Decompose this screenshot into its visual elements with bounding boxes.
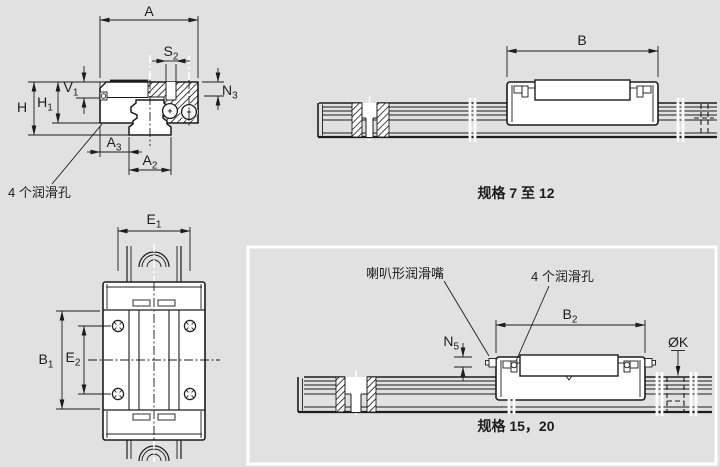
side-view-small: B 规格 7 至 12: [317, 32, 717, 201]
dim-label-h: H: [17, 99, 27, 115]
dim-label-a2: A2: [143, 152, 158, 172]
dim-S2: S2: [152, 43, 190, 90]
carriage-top-view: [102, 281, 206, 441]
dim-label-e1: E1: [147, 211, 162, 231]
dim-K: ØK: [668, 334, 689, 376]
lube-hole: [510, 361, 518, 369]
annotation-nipple: 喇叭形润滑嘴: [366, 266, 490, 357]
dim-label-b2: B2: [563, 306, 578, 326]
dim-N3: N3: [202, 68, 238, 110]
dim-label-a: A: [144, 3, 154, 19]
dim-H1: H1: [37, 81, 100, 124]
dim-B2: B2: [495, 306, 646, 353]
dim-label-n3: N3: [222, 82, 238, 102]
panel-border: [246, 245, 718, 466]
carriage-top-plate: [534, 79, 631, 101]
caption-sizes-15-20: 规格 15，20: [477, 418, 554, 434]
counterbore-hatch: [335, 376, 346, 413]
funnel-lube-nipple: [644, 358, 653, 368]
mounting-screw: [183, 319, 197, 333]
cross-section-view: A S2 N3 H H1: [8, 3, 238, 200]
annotation-lube-holes: 4 个润滑孔: [8, 123, 103, 200]
panel-sizes-15-20: B2 N5 ØK 喇叭形润滑嘴 4 个润滑孔 规格 15，20: [246, 245, 718, 466]
mounting-screw: [111, 319, 125, 333]
carriage-top-plate: [519, 354, 619, 377]
dim-label-a3: A3: [107, 134, 122, 154]
lube-holes-label: 4 个润滑孔: [531, 269, 594, 284]
dim-label-h1: H1: [37, 94, 53, 114]
caption-sizes-7-12: 规格 7 至 12: [477, 185, 554, 201]
counterbore-hatch: [351, 102, 363, 138]
dim-V1: V1: [64, 66, 100, 114]
dim-label-k: ØK: [668, 334, 689, 350]
dim-label-b: B: [577, 32, 586, 48]
dim-label-b1: B1: [39, 351, 54, 371]
mounting-screw: [111, 387, 125, 401]
dim-E2: E2: [66, 325, 111, 395]
dim-label-n5: N5: [443, 333, 459, 353]
lube-holes-label: 4 个润滑孔: [8, 185, 71, 200]
annotation-lube-holes-large: 4 个润滑孔: [515, 269, 594, 362]
dim-B: B: [506, 32, 659, 77]
rail-mounting-hole: [138, 251, 170, 268]
carriage-cross-section: [99, 55, 199, 146]
carriage-large: [485, 354, 656, 401]
dim-H: H: [17, 81, 129, 136]
dim-N5: N5: [443, 333, 472, 381]
top-view: E1 B1 E2: [39, 211, 220, 462]
seal-strip: [110, 79, 148, 83]
tapped-hole-section: [166, 82, 176, 100]
reference-notch: [565, 375, 573, 381]
dim-B1: B1: [39, 310, 100, 410]
dim-A2: A2: [128, 137, 172, 175]
dim-label-s2: S2: [164, 43, 179, 63]
mounting-screw: [183, 387, 197, 401]
dim-E1: E1: [117, 211, 191, 271]
leader-line: [51, 123, 103, 185]
carriage-small: [506, 79, 659, 126]
lube-hole: [623, 361, 631, 369]
nipple-label: 喇叭形润滑嘴: [366, 266, 444, 281]
leader-line: [443, 280, 490, 357]
dim-label-e2: E2: [66, 349, 81, 369]
ball-track: [161, 102, 179, 120]
dim-A: A: [99, 3, 199, 78]
funnel-lube-nipple: [488, 358, 497, 368]
dim-label-v1: V1: [64, 79, 79, 99]
leader-line: [515, 285, 550, 362]
